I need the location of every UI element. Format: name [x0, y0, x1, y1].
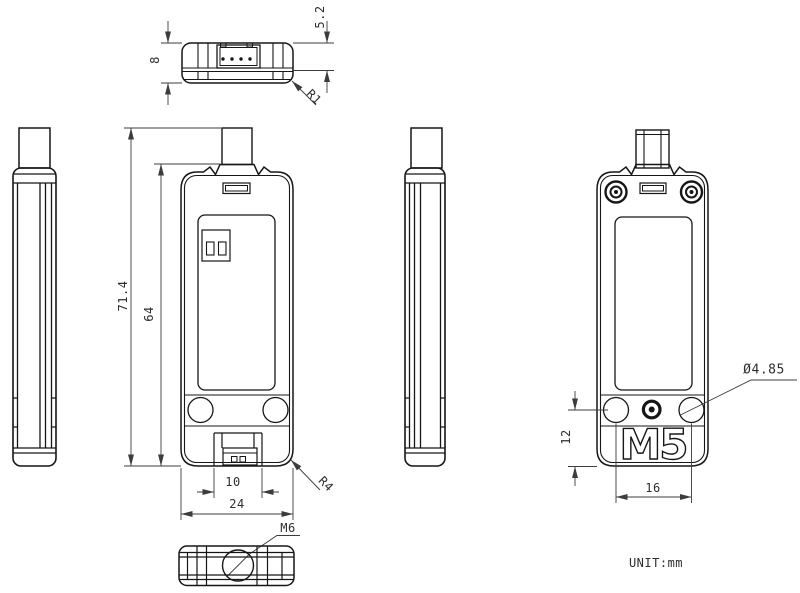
dim-hole-diameter: Ø4.85 — [743, 362, 785, 378]
side-left-clips — [13, 397, 56, 428]
back-button — [639, 182, 667, 195]
top-view-outline — [181, 42, 294, 84]
back-view: M5 — [568, 129, 797, 503]
dim-body-height: 64 — [142, 306, 156, 322]
m5-logo: M5 — [619, 420, 686, 469]
side-view-right — [404, 127, 446, 467]
dim-screw-thread: M6 — [280, 521, 296, 535]
back-view-dim-lines — [568, 379, 797, 503]
back-outline — [596, 163, 709, 467]
front-hole-left — [187, 396, 214, 424]
unit-note: UNIT:mm — [628, 556, 684, 570]
grove-port-top — [216, 42, 261, 69]
screen — [197, 214, 276, 391]
dim-top-shell-height: 5.2 — [313, 5, 327, 29]
top-button — [222, 182, 251, 195]
top-view-seams — [182, 67, 293, 81]
grove-port-front — [213, 432, 263, 466]
side-right-outline — [404, 167, 446, 467]
usb-plug-back — [635, 129, 670, 169]
port-pins — [221, 57, 252, 61]
front-outline — [180, 163, 294, 467]
dim-hole-to-bottom: 12 — [559, 429, 573, 445]
front-view-dim-lines — [124, 127, 321, 577]
dim-top-thickness: 8 — [148, 56, 162, 64]
back-label-panel — [614, 216, 693, 391]
side-view-left — [12, 127, 57, 467]
side-left-outline — [12, 167, 57, 467]
dim-port-width: 10 — [225, 475, 241, 489]
front-view — [124, 127, 321, 577]
usb-plug-front — [221, 127, 253, 166]
back-hole-right — [678, 396, 705, 424]
top-view — [161, 21, 334, 106]
bottom-view-outline — [178, 545, 295, 587]
top-view-dim-lines — [161, 21, 334, 106]
center-button-hole — [641, 399, 662, 420]
sensor-component — [201, 229, 231, 262]
screw-post-right — [679, 180, 704, 204]
dim-body-width: 24 — [229, 497, 245, 511]
m6-thread-hole — [221, 549, 255, 582]
dim-hole-spacing: 16 — [645, 481, 661, 495]
bottom-view — [178, 545, 295, 587]
usb-plug-side-left — [18, 127, 51, 169]
usb-plug-side-right — [410, 127, 443, 169]
front-hole-right — [262, 396, 289, 424]
m6-leader — [227, 535, 300, 577]
dim-total-height: 71.4 — [116, 280, 130, 312]
back-inner-wall — [599, 174, 706, 464]
diameter-leader — [680, 379, 797, 416]
r4-leader — [290, 459, 321, 491]
screw-post-left — [604, 180, 628, 204]
side-right-clips — [405, 397, 445, 428]
r1-leader — [291, 80, 317, 106]
